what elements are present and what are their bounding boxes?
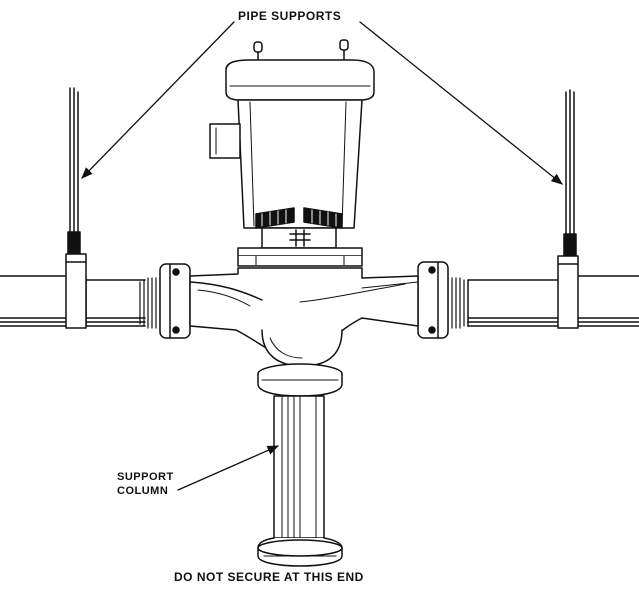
left-pipe	[0, 275, 161, 329]
right-pipe-support	[557, 89, 579, 329]
pipe-supports-label: PIPE SUPPORTS	[238, 9, 342, 23]
arrow-to-left-support	[81, 21, 235, 179]
support-column-label: SUPPORT COLUMN	[117, 470, 174, 498]
right-pipe	[447, 275, 639, 329]
left-pipe-threads	[139, 277, 161, 329]
support-column	[257, 363, 343, 567]
pump-casing	[159, 261, 449, 367]
left-pipe-support	[65, 87, 87, 329]
arrow-to-support-column	[177, 445, 280, 491]
support-column-label-line2: COLUMN	[117, 485, 169, 497]
motor-vents	[255, 207, 343, 229]
motor	[209, 39, 375, 267]
lifting-eyes	[253, 39, 349, 63]
right-pipe-threads	[447, 277, 465, 329]
support-column-label-line1: SUPPORT	[117, 471, 174, 483]
bottom-note-label: DO NOT SECURE AT THIS END	[174, 570, 364, 584]
arrow-to-right-support	[359, 21, 563, 185]
leader-arrows	[81, 21, 563, 491]
